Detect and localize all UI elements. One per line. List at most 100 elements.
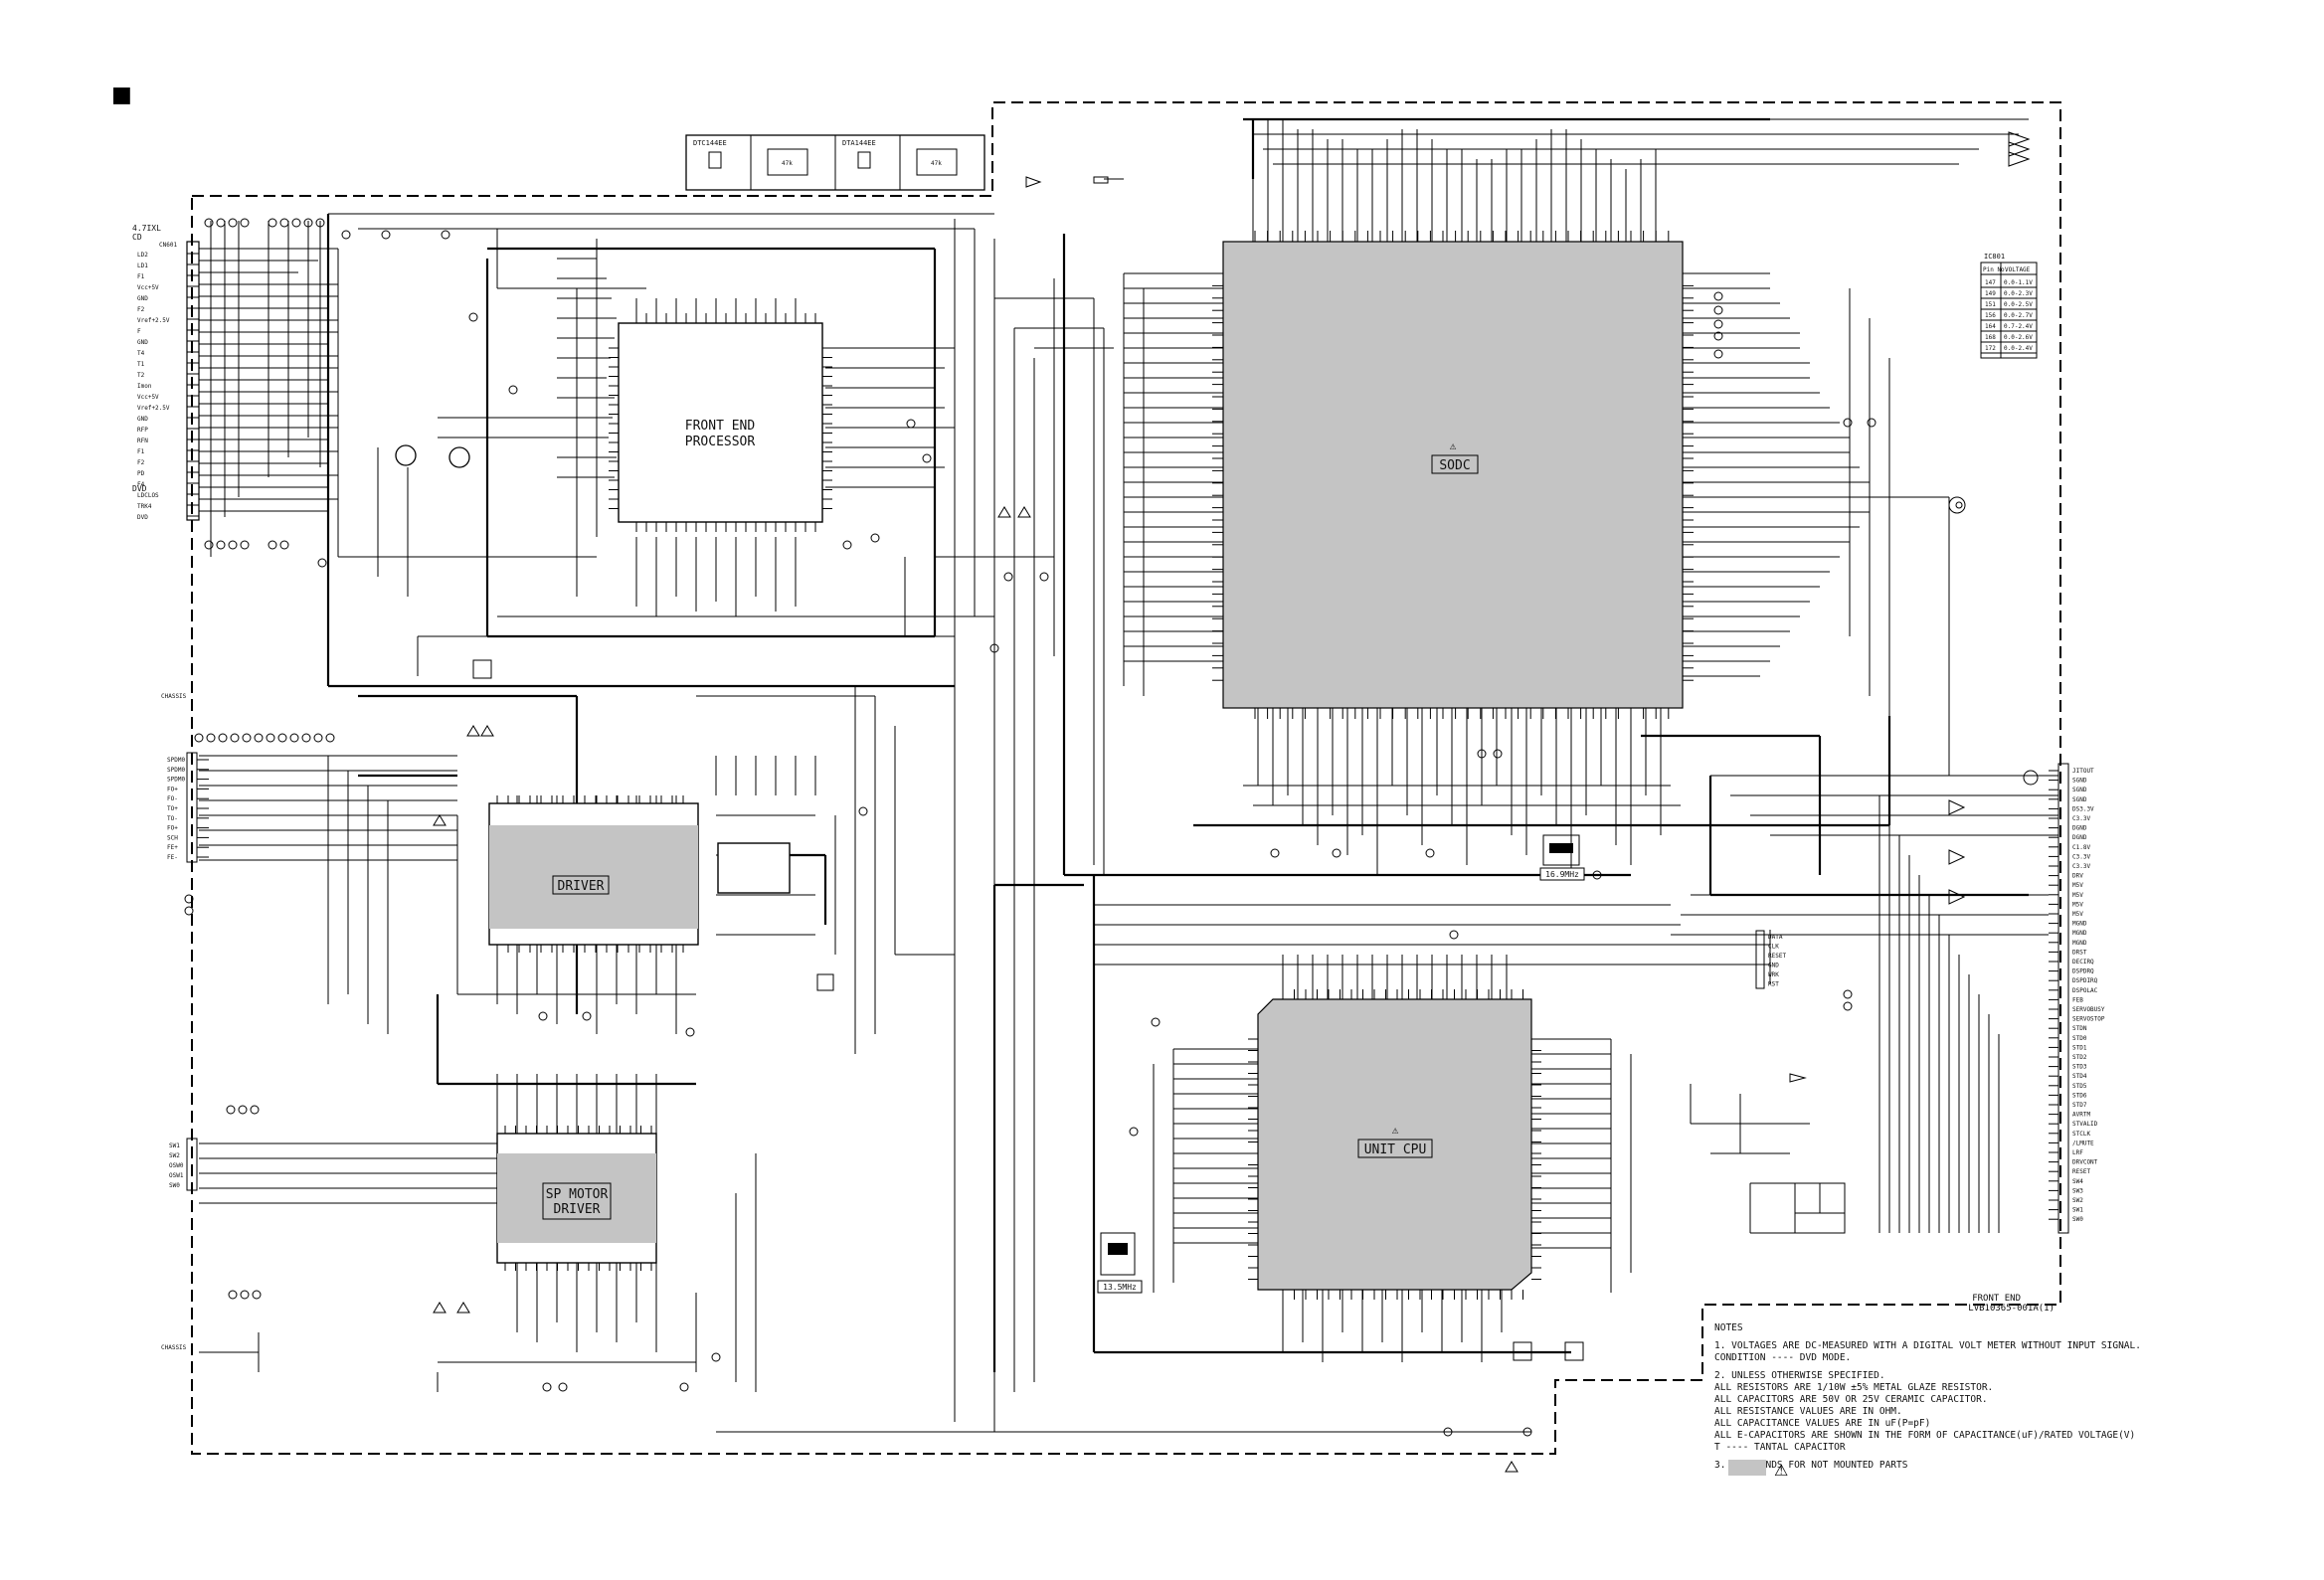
cn601-title-1: 4.7IXL <box>132 224 161 233</box>
conn-driver-pin: FE+ <box>167 844 178 851</box>
crystal-x2-freq: 13.5MHz <box>1103 1283 1137 1292</box>
conn-right-pin: DRST <box>2072 949 2087 956</box>
cn601-pin-label: RFN <box>137 438 148 444</box>
notes-heading: NOTES <box>1714 1322 1743 1333</box>
conn-right-pin: STD1 <box>2072 1044 2087 1051</box>
cn601-pin-label: Vcc+5V <box>137 284 159 291</box>
conn-driver-pin: FO- <box>167 795 178 802</box>
conn-right-pin: MGND <box>2072 930 2087 937</box>
notes-line-1: 1. VOLTAGES ARE DC-MEASURED WITH A DIGIT… <box>1714 1340 2141 1351</box>
chassis-label-2: CHASSIS <box>161 1344 187 1351</box>
cn601-title-2: CD <box>132 233 142 242</box>
vt-pin: 168 <box>1985 334 1996 341</box>
cn601-pin-label: PD <box>137 470 145 477</box>
conn-right-pin: AVRTM <box>2072 1112 2090 1119</box>
conn-driver-pin: TO- <box>167 815 178 822</box>
conn-sw-pin: SW2 <box>169 1152 180 1159</box>
cn601-pin-label: F <box>137 328 141 335</box>
conn-right-pin: DRV <box>2072 873 2083 880</box>
cn601-ref: CN601 <box>159 242 177 249</box>
vt-header-voltage: VOLTAGE <box>2005 266 2031 273</box>
transistors-q1-q2 <box>395 444 2039 1361</box>
conn-right-pin: SW4 <box>2072 1178 2083 1185</box>
cn601-pin-label: Vref+2.5V <box>137 405 170 412</box>
conn-right-pin: SGND <box>2072 796 2087 803</box>
cn601-pin-label: GND <box>137 416 148 423</box>
conn-right-pin: STD6 <box>2072 1092 2087 1099</box>
chassis-label-1: CHASSIS <box>161 693 187 700</box>
cn601-pin-label: TRK4 <box>137 503 152 510</box>
legend-dta144ee: DTA144EE <box>842 139 876 147</box>
vt-voltage: 0.0-2.3V <box>2004 290 2033 297</box>
cn601-pin-label: F1 <box>137 448 145 455</box>
conn-driver-pin: TO+ <box>167 805 178 812</box>
conn-right-pin: RESET <box>2072 1168 2090 1175</box>
cn601-bottom: DVD <box>132 484 147 493</box>
vt-pin: 147 <box>1985 279 1996 286</box>
cn601-pin-label: T2 <box>137 372 145 379</box>
conn-right-pin: MGND <box>2072 940 2087 947</box>
conn-cpu-pin: DATA <box>1768 934 1783 941</box>
conn-right-pin: LRF <box>2072 1149 2083 1156</box>
test-points <box>184 218 1877 1437</box>
cn601-pin-label: Vcc+5V <box>137 394 159 401</box>
fep-label-1: FRONT END <box>685 419 756 434</box>
cn601-pin-label: F2 <box>137 459 145 466</box>
title-line2: LVB10365-001A(1) <box>1968 1304 2055 1314</box>
notes-line-5: ALL CAPACITORS ARE 50V OR 25V CERAMIC CA… <box>1714 1394 1988 1405</box>
ic-front-end-processor: FRONT END PROCESSOR <box>609 313 832 532</box>
fep-label-2: PROCESSOR <box>685 435 756 449</box>
notes-warning-icon: ⚠ <box>1774 1461 1788 1480</box>
conn-right-pin: DRVCONT <box>2072 1159 2098 1166</box>
sheet-marker: ■ <box>111 83 132 107</box>
vt-voltage: 0.0-2.5V <box>2004 301 2033 308</box>
sodc-label: SODC <box>1439 458 1470 473</box>
cn601-pin-label: Vref+2.5V <box>137 317 170 324</box>
conn-right-pin: C3.3V <box>2072 863 2090 870</box>
conn-right-pin: STDN <box>2072 1025 2087 1032</box>
cn601-pin-label: T1 <box>137 361 145 368</box>
ic-unit-cpu: ⚠ UNIT CPU <box>1248 989 1541 1300</box>
ic-reset <box>1794 1182 1846 1234</box>
conn-right-pin: STD0 <box>2072 1035 2087 1042</box>
vt-pin: 172 <box>1985 345 1996 352</box>
conn-right-pin: C3.3V <box>2072 853 2090 860</box>
conn-driver-pin: FO+ <box>167 786 178 792</box>
conn-driver-pin: FO+ <box>167 825 178 832</box>
conn-right-pin: DSPDIRQ <box>2072 977 2098 984</box>
vt-voltage: 0.0-2.7V <box>2004 312 2033 319</box>
conn-right-pin: SGND <box>2072 787 2087 793</box>
conn-right-pin: M5V <box>2072 901 2083 908</box>
conn-right-pin: STCLK <box>2072 1131 2090 1138</box>
conn-driver-pin: SPDM0 <box>167 767 185 774</box>
conn-right-pin: MGND <box>2072 921 2087 928</box>
notes-line-6: ALL RESISTANCE VALUES ARE IN OHM. <box>1714 1406 1902 1417</box>
cn601-pin-label: LD2 <box>137 252 148 259</box>
notes-gray-swatch <box>1728 1460 1766 1476</box>
notes-line-7: ALL CAPACITANCE VALUES ARE IN uF(P=pF) <box>1714 1418 1930 1429</box>
conn-sw-pin: OSW1 <box>169 1172 184 1179</box>
cpu-label: UNIT CPU <box>1364 1142 1427 1157</box>
conn-driver-pin: SPDM0 <box>167 757 185 764</box>
cn601-pin-label: LDCLOS <box>137 492 159 499</box>
vt-pin: 156 <box>1985 312 1996 319</box>
vt-voltage: 0.7-2.4V <box>2004 323 2033 330</box>
notes-line-3: 2. UNLESS OTHERWISE SPECIFIED. <box>1714 1370 1885 1381</box>
conn-cpu-pin: WRK <box>1768 971 1779 978</box>
conn-right-pin: SW0 <box>2072 1216 2083 1223</box>
conn-right-pin: SGND <box>2072 778 2087 785</box>
vt-voltage: 0.0-2.6V <box>2004 334 2033 341</box>
cn601-pin-label: Imon <box>137 383 152 390</box>
transistor-legend: DTC144EE DTA144EE 47k 47k <box>685 134 985 191</box>
notes-line-4: ALL RESISTORS ARE 1/10W ±5% METAL GLAZE … <box>1714 1382 1993 1393</box>
notes-line-8: ALL E-CAPACITORS ARE SHOWN IN THE FORM O… <box>1714 1430 2135 1441</box>
conn-sw-pin: OSW0 <box>169 1162 184 1169</box>
cn601-pin-label: F4 <box>137 481 145 488</box>
conn-right-pin: M5V <box>2072 882 2083 889</box>
vt-ref: IC801 <box>1984 253 2005 261</box>
vt-header-pin: Pin No. <box>1983 266 2008 273</box>
ic-driver: DRIVER <box>488 795 791 953</box>
conn-cpu-pin: CLK <box>1768 944 1779 951</box>
